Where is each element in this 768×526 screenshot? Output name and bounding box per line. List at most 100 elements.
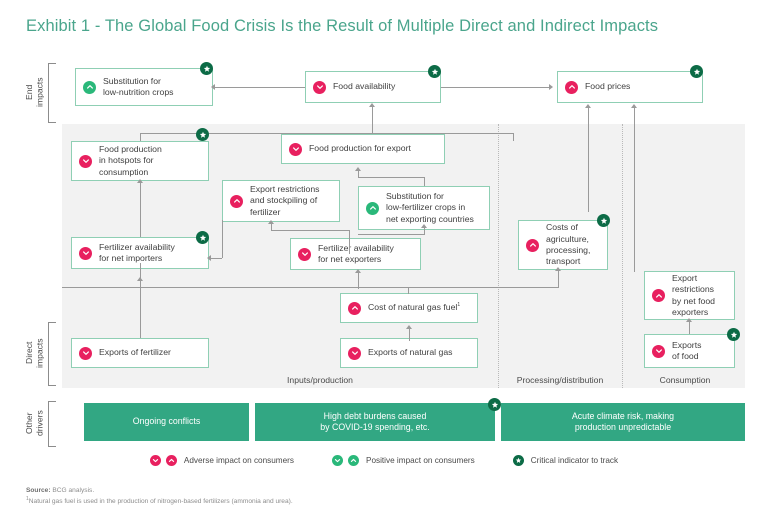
group-bracket-other-drivers	[48, 401, 56, 447]
connector-exporters-to-substitution-h	[358, 234, 424, 235]
connector-exporters-to-restrictions-h	[271, 230, 349, 231]
node-substitution-low-fertilizer[interactable]: Substitution for low-fertilizer crops in…	[358, 186, 490, 230]
node-label: Substitution for low-fertilizer crops in…	[386, 190, 474, 224]
node-label: Exports of natural gas	[368, 347, 453, 358]
group-label-end-impacts: End impacts	[24, 77, 45, 107]
node-label: Export restrictions and stockpiling of f…	[250, 183, 320, 217]
arrowhead-up-substitution-lowfert	[421, 224, 427, 228]
critical-indicator-star-icon-substitution	[200, 62, 213, 75]
connector-drop-hotspots	[140, 133, 141, 141]
connector-exportrestrict-fert-down	[222, 220, 223, 258]
page-title: Exhibit 1 - The Global Food Crisis Is th…	[26, 17, 659, 35]
driver-bar-ongoing-conflicts[interactable]: Ongoing conflicts	[84, 403, 249, 441]
adverse-down-icon	[348, 346, 361, 360]
node-label: Fertilizer availability for net importer…	[99, 241, 175, 263]
adverse-up-icon	[348, 301, 361, 315]
node-exports-of-fertilizer[interactable]: Exports of fertilizer	[71, 338, 209, 368]
adverse-down-icon	[652, 344, 665, 358]
connector-exportrestrict-to-prices	[634, 106, 635, 272]
legend-item-adverse: Adverse impact on consumers	[149, 455, 294, 466]
adverse-up-icon	[230, 194, 243, 208]
node-label: Costs of agriculture, processing, transp…	[546, 222, 591, 267]
arrowhead-up-fert-exporters	[355, 269, 361, 273]
arrowhead-up-cost-gas	[406, 325, 412, 329]
column-label-processing: Processing/distribution	[516, 375, 604, 385]
arrowhead-left-importers	[207, 255, 211, 261]
connector-availability-to-substitution	[215, 87, 305, 88]
arrowhead-up-food-production-export	[355, 167, 361, 171]
connector-exports-fert-to-importers	[140, 263, 141, 338]
adverse-up-icon	[165, 455, 177, 466]
connector-substitution-to-export-h	[358, 177, 424, 178]
connector-substitution-to-export-v	[424, 177, 425, 186]
group-bracket-end-impacts	[48, 63, 56, 123]
driver-bar-acute-climate-risk[interactable]: Acute climate risk, making production un…	[501, 403, 745, 441]
adverse-down-icon	[79, 154, 92, 168]
node-food-production-export[interactable]: Food production for export	[281, 134, 445, 164]
legend-label: Positive impact on consumers	[365, 456, 475, 465]
arrowhead-up-importers	[137, 277, 143, 281]
connector-exportrestrict-fert-in	[211, 258, 222, 259]
connector-substitution-stub	[424, 226, 425, 235]
connector-exporters-to-restrictions-v	[349, 230, 350, 254]
connector-exports-gas-to-cost	[409, 327, 410, 341]
node-label: Substitution for low-nutrition crops	[103, 75, 174, 97]
node-fertilizer-availability-exporters[interactable]: Fertilizer availability for net exporter…	[290, 238, 421, 270]
adverse-down-icon	[289, 142, 302, 156]
critical-indicator-star-icon-costs	[597, 214, 610, 227]
legend-label: Adverse impact on consumers	[183, 456, 294, 465]
critical-indicator-star-icon-prices	[690, 65, 703, 78]
node-export-restrictions-fertilizer[interactable]: Export restrictions and stockpiling of f…	[222, 180, 340, 222]
column-divider-2	[622, 124, 623, 388]
critical-indicator-star-icon-exports-food	[727, 328, 740, 341]
legend-label: Critical indicator to track	[530, 456, 619, 465]
legend: Adverse impact on consumers Positive imp…	[0, 455, 768, 466]
node-food-availability[interactable]: Food availability	[305, 71, 441, 103]
arrowhead-up-restrictions	[268, 220, 274, 224]
node-label: Exports of food	[672, 339, 702, 361]
driver-bar-high-debt-burdens[interactable]: High debt burdens caused by COVID-19 spe…	[255, 403, 495, 441]
connector-costs-to-prices	[588, 106, 589, 212]
driver-label: Acute climate risk, making production un…	[571, 410, 675, 432]
node-label: Fertilizer availability for net exporter…	[318, 242, 394, 264]
connector-gas-to-exporters	[358, 271, 359, 289]
critical-indicator-star-icon-availability	[428, 65, 441, 78]
adverse-down-icon	[149, 455, 161, 466]
node-food-prices[interactable]: Food prices	[557, 71, 703, 103]
connector-restrictions-stub	[271, 222, 272, 231]
node-label: Food production for export	[309, 143, 411, 154]
node-export-restrictions-food[interactable]: Export restrictions by net food exporter…	[644, 271, 735, 320]
arrowhead-up-export-restrictions-food	[686, 318, 692, 322]
arrowhead-up-availability	[369, 103, 375, 107]
column-label-inputs: Inputs/production	[287, 375, 353, 385]
footer-source-text: BCG analysis.	[50, 487, 95, 494]
node-exports-of-natural-gas[interactable]: Exports of natural gas	[340, 338, 478, 368]
arrowhead-up-hotspots	[137, 179, 143, 183]
connector-availability-distributor	[140, 133, 513, 134]
footer-source-label: Source:	[26, 487, 51, 494]
column-label-consumption: Consumption	[659, 375, 711, 385]
arrowhead-left-substitution	[211, 84, 215, 90]
footer-note: 1Natural gas fuel is used in the product…	[26, 496, 293, 507]
driver-label: Ongoing conflicts	[132, 416, 201, 427]
node-food-production-hotspots[interactable]: Food production in hotspots for consumpt…	[71, 141, 209, 181]
node-costs-of-agriculture[interactable]: Costs of agriculture, processing, transp…	[518, 220, 608, 270]
node-substitution-low-nutrition[interactable]: Substitution for low-nutrition crops	[75, 68, 213, 106]
group-label-direct-impacts: Direct impacts	[24, 338, 45, 368]
adverse-up-icon	[565, 80, 578, 94]
footnote-marker: 1	[26, 496, 29, 503]
connector-drop-export-production	[513, 133, 514, 141]
node-label: Exports of fertilizer	[99, 347, 171, 358]
node-exports-of-food[interactable]: Exports of food	[644, 334, 735, 368]
connector-gas-drop	[408, 287, 409, 294]
node-cost-natural-gas-fuel[interactable]: Cost of natural gas fuel1	[340, 293, 478, 323]
footer: Source: BCG analysis. 1Natural gas fuel …	[26, 486, 293, 508]
positive-up-icon	[83, 80, 96, 94]
connector-export-prod-stub	[358, 169, 359, 178]
critical-indicator-star-icon-debt	[488, 398, 501, 411]
arrowhead-up-costs-agriculture	[555, 267, 561, 271]
group-label-other-drivers: Other drivers	[24, 410, 45, 436]
positive-down-icon	[331, 455, 343, 466]
connector-gas-to-costs-h	[408, 287, 558, 288]
adverse-up-icon	[652, 289, 665, 302]
